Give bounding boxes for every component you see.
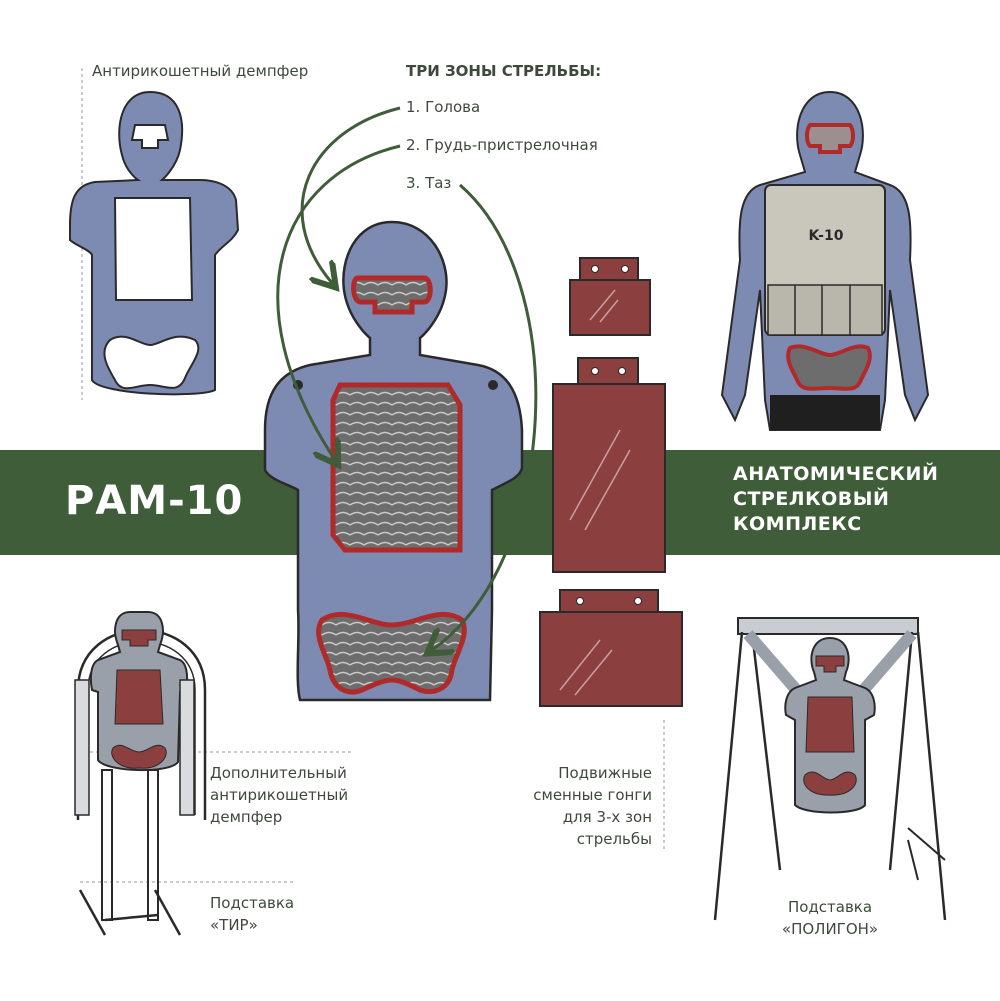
product-subtitle: АНАТОМИЧЕСКИЙ СТРЕЛКОВЫЙ КОМПЛЕКС: [733, 462, 938, 537]
zone-item-pelvis: 3. Таз: [406, 174, 452, 192]
subtitle-line: КОМПЛЕКС: [733, 513, 862, 535]
label-line: Подвижные: [558, 764, 652, 782]
vest-text: K-10: [809, 228, 844, 244]
label-line: стрельбы: [576, 830, 652, 848]
label-line: Дополнительный: [210, 764, 347, 782]
stand-tir-label: Подставка «ТИР»: [210, 892, 294, 936]
main-silhouette: [263, 220, 524, 702]
subtitle-line: АНАТОМИЧЕСКИЙ: [733, 463, 939, 485]
label-line: демпфер: [210, 808, 283, 826]
label-line: Подставка: [210, 894, 295, 912]
subtitle-line: СТРЕЛКОВЫЙ: [733, 488, 890, 510]
label-line: «ТИР»: [210, 916, 258, 934]
gongs-label: Подвижные сменные гонги для 3-х зон стре…: [500, 762, 652, 850]
label-line: для 3-х зон: [562, 808, 652, 826]
product-name: РАМ-10: [65, 478, 244, 524]
label-line: антирикошетный: [210, 786, 349, 804]
label-line: сменные гонги: [533, 786, 652, 804]
label-line: Подставка: [787, 898, 873, 916]
zone-item-chest: 2. Грудь-пристрелочная: [406, 136, 598, 154]
damper-label: Антирикошетный демпфер: [92, 62, 309, 80]
label-line: «ПОЛИГОН»: [781, 920, 879, 938]
tir-stand: [74, 611, 207, 936]
poligon-stand: [713, 617, 947, 921]
stand-poligon-label: Подставка «ПОЛИГОН»: [760, 896, 900, 940]
extra-damper-label: Дополнительный антирикошетный демпфер: [210, 762, 348, 828]
zone-arrows: [276, 106, 538, 650]
zone-item-head: 1. Голова: [406, 98, 481, 116]
vest-figure: K-10: [720, 90, 930, 431]
zones-title: ТРИ ЗОНЫ СТРЕЛЬБЫ:: [406, 62, 602, 80]
damper-silhouette: [69, 90, 240, 396]
gong-plates: [539, 257, 683, 707]
